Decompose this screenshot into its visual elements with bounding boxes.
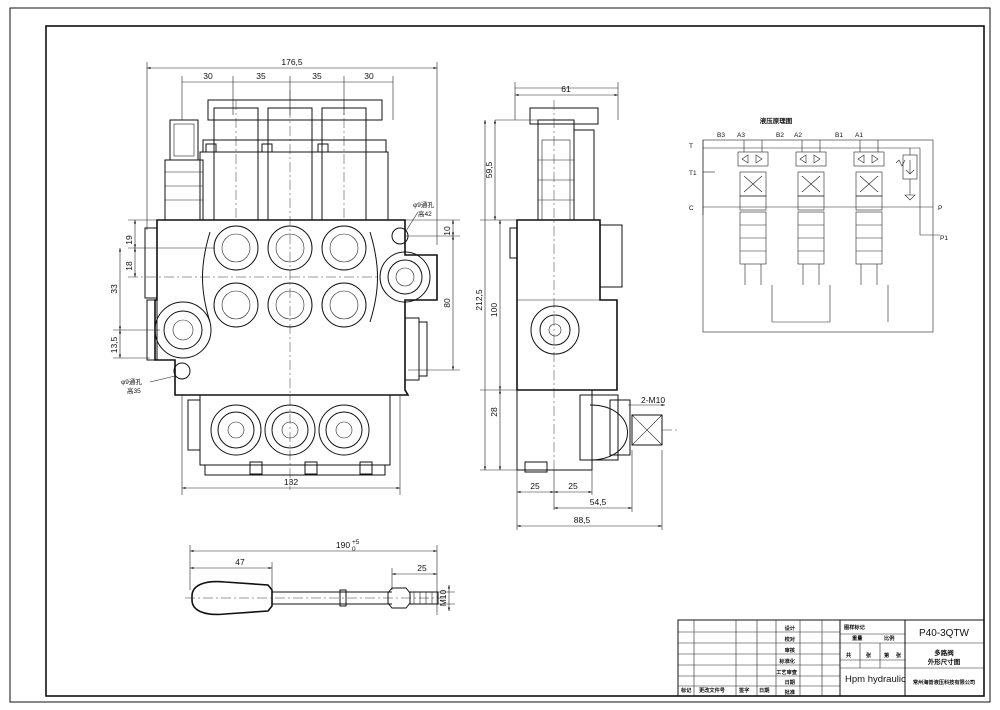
dim-side-88-5: 88,5 xyxy=(574,515,591,525)
model-code: P40-3QTW xyxy=(919,628,970,639)
rev-mark: 标记 xyxy=(680,686,692,694)
hole-bottom-label-2: 高35 xyxy=(127,386,141,395)
dim-pitch-1: 30 xyxy=(203,71,213,81)
role-standard: 标准化 xyxy=(778,657,795,665)
port-a1: A1 xyxy=(855,132,863,139)
dim-side-100: 100 xyxy=(489,303,499,317)
port-p1: P1 xyxy=(940,235,948,242)
role-design: 设计 xyxy=(785,624,796,632)
dim-side-28: 28 xyxy=(489,407,499,417)
port-t: T xyxy=(689,143,693,150)
dim-pitch-2: 35 xyxy=(256,71,266,81)
dim-handle-25: 25 xyxy=(417,563,427,573)
valve-section-2 xyxy=(795,140,827,285)
dim-side-61: 61 xyxy=(561,84,571,94)
front-view: 176,5 30 35 35 30 xyxy=(109,57,460,495)
port-b2: B2 xyxy=(776,132,784,139)
role-date: 日期 xyxy=(785,678,795,686)
title-block: 设计 校对 审核 标准化 工艺审查 日期 批准 图样标记 重量 比例 共 张 第… xyxy=(677,619,985,697)
dim-handle-190: 190 xyxy=(336,540,350,550)
dim-side-54-5: 54,5 xyxy=(590,497,607,507)
dim-side-25a: 25 xyxy=(530,481,540,491)
dim-pitch-3: 35 xyxy=(312,71,322,81)
dim-left-19: 19 xyxy=(124,235,134,245)
schematic-title: 液压原理图 xyxy=(760,116,793,125)
port-a3: A3 xyxy=(737,132,745,139)
inner-frame xyxy=(45,25,985,697)
port-b3: B3 xyxy=(717,132,725,139)
hdr-total: 共 xyxy=(846,651,852,659)
dim-handle-m10: M10 xyxy=(438,589,448,606)
side-view: 61 2-M10 59,5 xyxy=(474,82,680,530)
hole-bottom-label-1: φ9通孔 xyxy=(121,377,142,386)
rev-doc: 更改文件号 xyxy=(699,686,725,694)
dim-side-212-5: 212,5 xyxy=(474,289,484,311)
role-review: 审核 xyxy=(785,646,796,654)
dim-left-33: 33 xyxy=(109,284,119,294)
drawing-name-2: 外形尺寸图 xyxy=(928,657,961,666)
company-name: 常州海普液压科技有限公司 xyxy=(913,678,975,686)
handle-view: 190 +5 0 47 25 M10 xyxy=(185,539,455,616)
valve-section-1 xyxy=(853,140,885,285)
role-process: 工艺审查 xyxy=(776,668,798,676)
thread-label: 2-M10 xyxy=(641,395,665,405)
drawing-name-1: 多路阀 xyxy=(934,648,954,657)
outer-frame xyxy=(9,7,991,703)
port-p: P xyxy=(938,205,942,212)
hdr-sheet-suffix: 张 xyxy=(896,651,902,659)
dim-bottom-132: 132 xyxy=(284,477,298,487)
port-t1: T1 xyxy=(689,170,697,177)
role-approve: 批准 xyxy=(785,688,796,696)
hdr-mark: 图样标记 xyxy=(844,623,866,631)
hydraulic-schematic: 液压原理图 B3 A3 B2 A2 B1 A1 T T1 C P P1 xyxy=(689,116,948,333)
dim-handle-47: 47 xyxy=(235,557,245,567)
dim-right-10: 10 xyxy=(442,226,452,236)
dim-handle-tol-zero: 0 xyxy=(352,546,356,553)
dim-handle-tol-plus: +5 xyxy=(352,539,360,546)
hdr-sheets: 张 xyxy=(866,651,872,659)
brand-name: Hpm hydraulic xyxy=(845,674,906,685)
rev-date: 日期 xyxy=(759,686,769,694)
role-check: 校对 xyxy=(785,635,796,643)
port-b1: B1 xyxy=(835,132,843,139)
dim-right-80: 80 xyxy=(442,298,452,308)
dim-side-25b: 25 xyxy=(568,481,578,491)
valve-section-3 xyxy=(737,140,769,285)
hdr-weight: 重量 xyxy=(852,634,863,642)
hdr-sheet-no: 第 xyxy=(884,651,890,659)
port-c: C xyxy=(689,205,694,212)
dim-width-total: 176,5 xyxy=(281,57,303,67)
dim-side-59-5: 59,5 xyxy=(484,161,494,178)
hole-top-label-1: φ9通孔 xyxy=(413,200,434,209)
port-a2: A2 xyxy=(794,132,802,139)
hole-top-label-2: 高42 xyxy=(418,209,432,218)
dim-pitch-4: 30 xyxy=(364,71,374,81)
dim-left-18: 18 xyxy=(124,261,134,271)
hdr-scale: 比例 xyxy=(884,634,894,642)
rev-sign: 签字 xyxy=(738,686,749,694)
dim-left-13-5: 13,5 xyxy=(109,336,119,353)
